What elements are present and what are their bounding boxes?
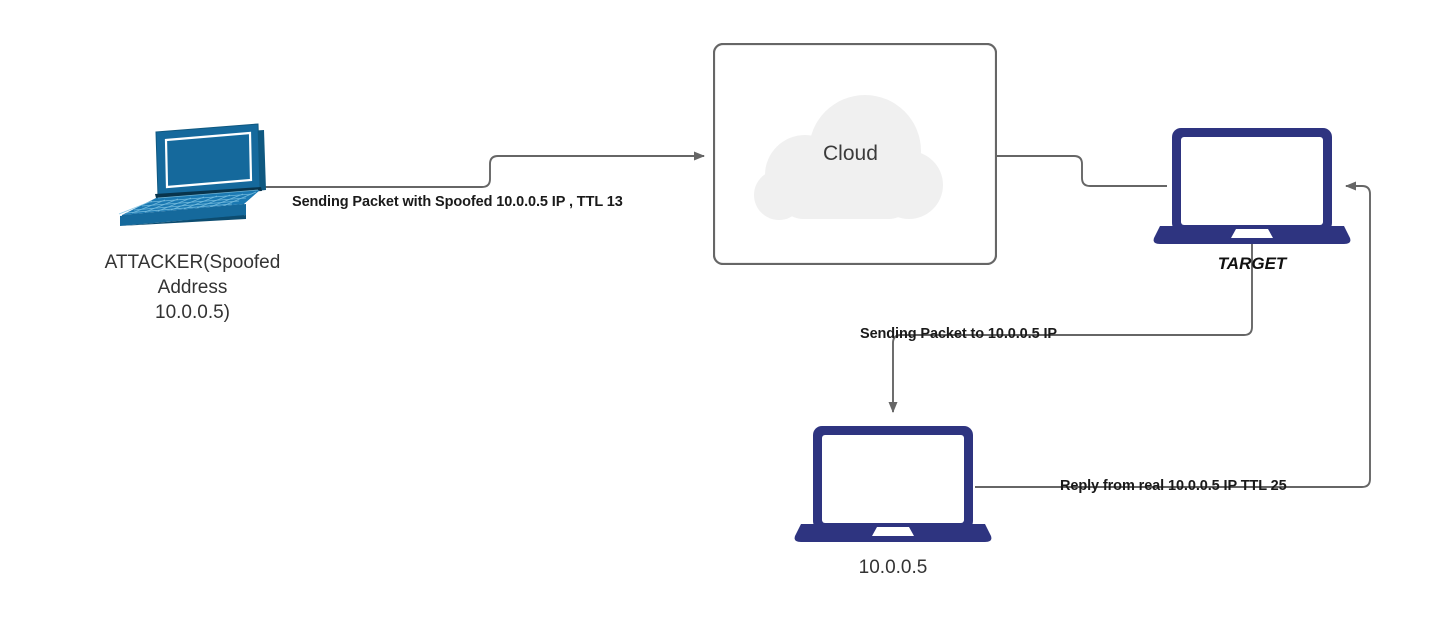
edge-label-attacker-to-cloud: Sending Packet with Spoofed 10.0.0.5 IP …	[292, 194, 623, 210]
node-target[interactable]	[1152, 126, 1352, 248]
node-attacker[interactable]	[108, 122, 268, 226]
edge-label-target-to-victim: Sending Packet to 10.0.0.5 IP	[860, 326, 1057, 342]
laptop-icon	[1153, 128, 1351, 244]
attacker-label-line-1: ATTACKER(Spoofed	[104, 252, 281, 273]
edge-label-victim-to-target: Reply from real 10.0.0.5 IP TTL 25	[1060, 478, 1287, 494]
cloud-label: Cloud	[823, 142, 878, 165]
node-cloud[interactable]: Cloud	[713, 43, 997, 265]
attacker-label-line-3: 10.0.0.5)	[155, 302, 230, 323]
cloud-container-icon	[713, 43, 997, 265]
attacker-label: ATTACKER(Spoofed Address 10.0.0.5)	[60, 250, 325, 325]
victim-label: 10.0.0.5	[858, 557, 928, 578]
wire-attacker-to-cloud	[262, 151, 705, 188]
attacker-label-line-2: Address	[157, 277, 228, 298]
node-victim[interactable]	[793, 424, 993, 546]
wire-cloud-to-target	[997, 155, 1167, 187]
laptop-icon	[794, 426, 992, 542]
laptop-3d-icon	[118, 123, 266, 226]
target-label: TARGET	[1217, 254, 1287, 273]
cloud-icon	[754, 95, 943, 220]
